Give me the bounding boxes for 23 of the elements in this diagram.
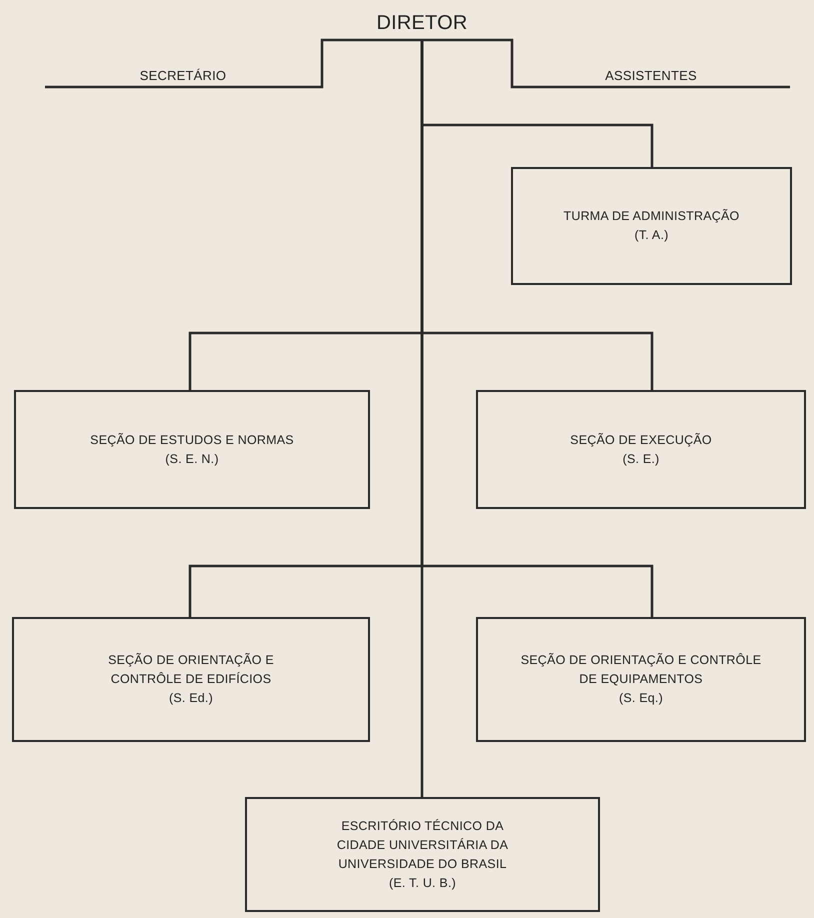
unit-name: SEÇÃO DE ORIENTAÇÃO E CONTRÔLE DE EDIFÍCIOS [107, 652, 275, 688]
org-unit-box [14, 390, 370, 509]
unit-name: SEÇÃO DE ESTUDOS E NORMAS [90, 432, 294, 449]
org-unit-box [476, 390, 806, 509]
org-unit-box [511, 167, 792, 285]
unit-abbreviation: (S. Ed.) [169, 690, 213, 707]
unit-name: SEÇÃO DE ORIENTAÇÃO E CONTRÔLE DE EQUIPAMENTOS [520, 652, 762, 688]
staff-position: SECRETÁRIO [123, 62, 243, 88]
unit-name: SEÇÃO DE EXECUÇÃO [570, 432, 712, 449]
unit-name: TURMA DE ADMINISTRAÇÃO [564, 208, 740, 225]
unit-abbreviation: (S. Eq.) [619, 690, 663, 707]
org-unit-box [245, 797, 600, 912]
connector-line [422, 38, 651, 88]
org-unit-box [12, 617, 370, 742]
unit-abbreviation: (S. E.) [622, 450, 660, 468]
org-unit-box [476, 617, 806, 742]
director-title: DIRETOR [362, 6, 482, 40]
connector-line [183, 38, 422, 88]
staff-position: ASSISTENTES [591, 62, 711, 88]
unit-abbreviation: (S. E. N.) [165, 450, 219, 468]
unit-abbreviation: (T. A.) [634, 227, 669, 244]
unit-abbreviation: (E. T. U. B.) [389, 874, 456, 892]
unit-name: ESCRITÓRIO TÉCNICO DA CIDADE UNIVERSITÁRIA DA UNIVERSIDADE DO BRASIL [336, 818, 510, 872]
